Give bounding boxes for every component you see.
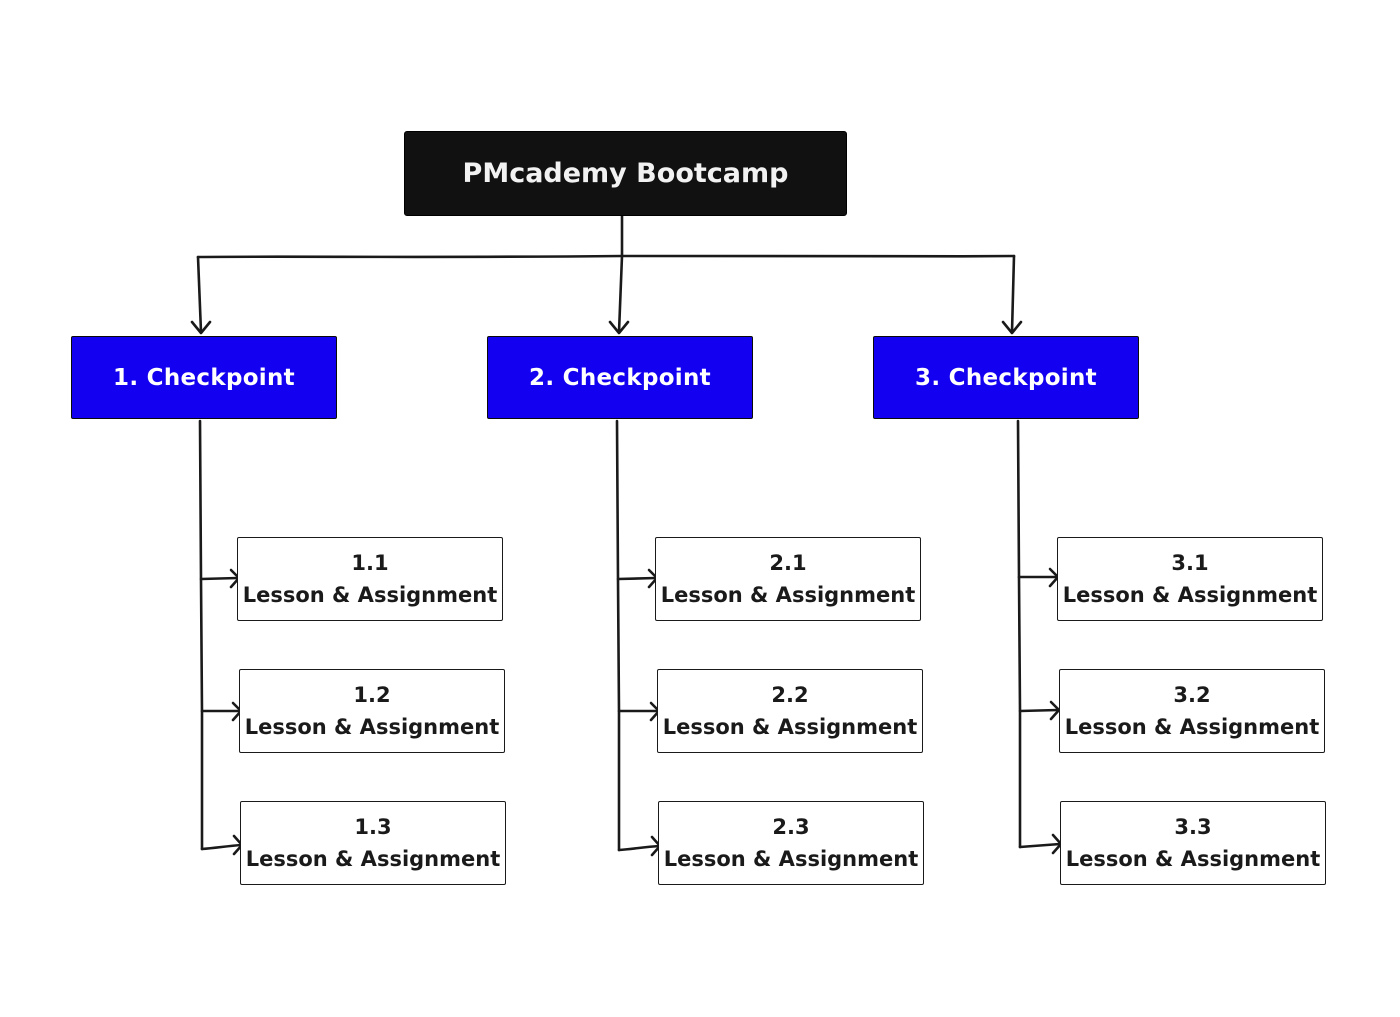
lesson-number: 3.1 <box>1171 551 1209 575</box>
branch-lesson-1-1 <box>199 576 240 581</box>
lesson-2-3-node: 2.3 Lesson & Assignment <box>658 801 924 885</box>
branch-to-checkpoint-3 <box>1010 254 1016 334</box>
root-label: PMcademy Bootcamp <box>462 158 789 189</box>
lesson-number: 3.2 <box>1173 683 1211 707</box>
lesson-number: 2.1 <box>769 551 807 575</box>
lesson-number: 2.3 <box>772 815 810 839</box>
branch-to-checkpoint-2 <box>617 254 624 334</box>
lesson-1-2-node: 1.2 Lesson & Assignment <box>239 669 505 753</box>
lesson-1-1-node: 1.1 Lesson & Assignment <box>237 537 503 621</box>
arrowhead-checkpoint-2 <box>608 320 630 335</box>
root-node: PMcademy Bootcamp <box>404 131 847 216</box>
lesson-label: Lesson & Assignment <box>245 847 501 871</box>
branch-lesson-3-3 <box>1018 842 1062 849</box>
checkpoint-3-node: 3. Checkpoint <box>873 336 1139 419</box>
checkpoint-1-node: 1. Checkpoint <box>71 336 337 419</box>
lesson-number: 1.2 <box>353 683 391 707</box>
lesson-number: 3.3 <box>1174 815 1212 839</box>
branch-lesson-3-2 <box>1018 708 1060 713</box>
checkpoint-3-label: 3. Checkpoint <box>915 364 1097 391</box>
lesson-3-2-node: 3.2 Lesson & Assignment <box>1059 669 1325 753</box>
lesson-2-1-node: 2.1 Lesson & Assignment <box>655 537 921 621</box>
checkpoint-2-node: 2. Checkpoint <box>487 336 753 419</box>
spine-checkpoint-1 <box>198 419 204 851</box>
branch-lesson-1-3 <box>200 843 243 851</box>
checkpoint-2-label: 2. Checkpoint <box>529 364 711 391</box>
lesson-label: Lesson & Assignment <box>242 583 498 607</box>
lesson-3-3-node: 3.3 Lesson & Assignment <box>1060 801 1326 885</box>
spine-checkpoint-3 <box>1016 419 1022 849</box>
lesson-number: 2.2 <box>771 683 809 707</box>
lesson-label: Lesson & Assignment <box>1062 583 1318 607</box>
lesson-number: 1.3 <box>354 815 392 839</box>
lesson-2-2-node: 2.2 Lesson & Assignment <box>657 669 923 753</box>
branch-lesson-2-3 <box>617 844 661 852</box>
lesson-label: Lesson & Assignment <box>660 583 916 607</box>
lesson-label: Lesson & Assignment <box>662 715 918 739</box>
lesson-label: Lesson & Assignment <box>1064 715 1320 739</box>
lesson-label: Lesson & Assignment <box>663 847 919 871</box>
arrowhead-checkpoint-3 <box>1001 320 1023 335</box>
branch-lesson-2-1 <box>616 576 658 581</box>
lesson-number: 1.1 <box>351 551 389 575</box>
arrowhead-checkpoint-1 <box>190 320 212 335</box>
checkpoint-1-label: 1. Checkpoint <box>113 364 295 391</box>
root-branch-bar <box>196 254 1016 259</box>
lesson-label: Lesson & Assignment <box>244 715 500 739</box>
branch-to-checkpoint-1 <box>196 255 203 334</box>
lesson-3-1-node: 3.1 Lesson & Assignment <box>1057 537 1323 621</box>
lesson-1-3-node: 1.3 Lesson & Assignment <box>240 801 506 885</box>
lesson-label: Lesson & Assignment <box>1065 847 1321 871</box>
spine-checkpoint-2 <box>615 419 621 852</box>
